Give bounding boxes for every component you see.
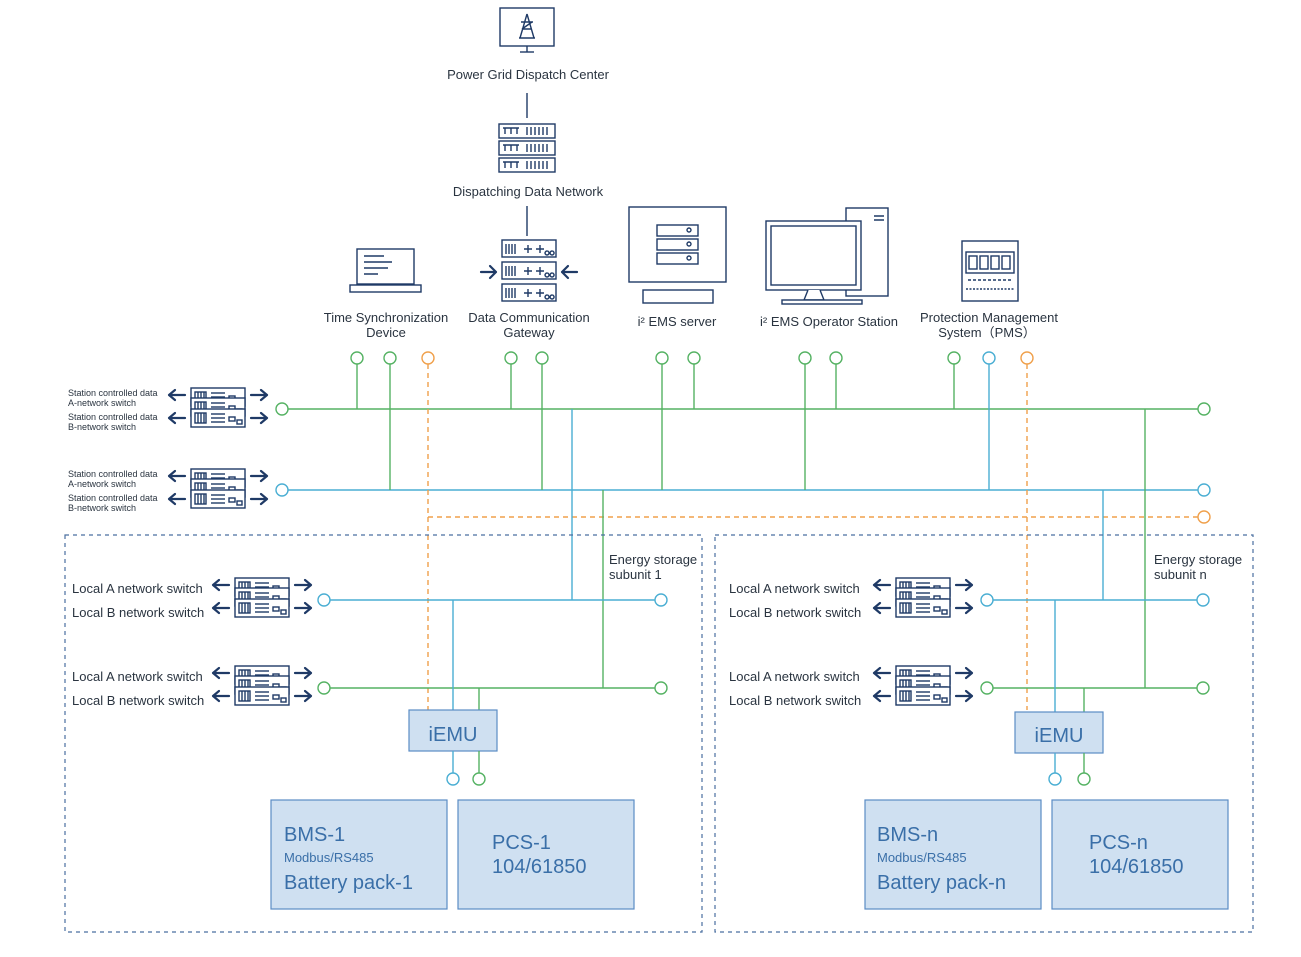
subunit-n-bms-3: Battery pack-n <box>877 872 1006 894</box>
subunit-1-bms-3: Battery pack-1 <box>284 872 413 894</box>
subunit-n-bms-2: Modbus/RS485 <box>877 850 967 865</box>
pms-label-line2: System（PMS） <box>938 325 1036 340</box>
station-a-label-2: A-network switch <box>68 398 136 408</box>
station-network-b-bus <box>275 483 1211 497</box>
subunit-1-local-a-2: Local A network switch <box>72 669 203 684</box>
station-a-label-1: Station controlled data <box>68 388 158 398</box>
gateway-label-line1: Data Communication <box>468 310 589 325</box>
subunit-1-pcs-2: 104/61850 <box>492 856 587 878</box>
subunit-1-iemu: iEMU <box>429 724 478 746</box>
station-b-label-2: B-network switch <box>68 422 136 432</box>
time-sync-label-line2: Device <box>366 325 406 340</box>
station-a-label-4: A-network switch <box>68 479 136 489</box>
subunit-n-title-1: Energy storage <box>1154 552 1242 567</box>
gateway-label-line2: Gateway <box>503 325 555 340</box>
subunit-1-local-b-2: Local B network switch <box>72 693 204 708</box>
subunit-1-local-b-1: Local B network switch <box>72 605 204 620</box>
station-b-label-3: Station controlled data <box>68 493 158 503</box>
station-switch-group-top <box>169 388 267 427</box>
time-sync-bus <box>428 510 1211 524</box>
station-switch-group-bottom <box>169 469 267 508</box>
subunit-1-bms-2: Modbus/RS485 <box>284 850 374 865</box>
station-b-label-1: Station controlled data <box>68 412 158 422</box>
dispatch-center-label: Power Grid Dispatch Center <box>447 67 610 82</box>
subunit-n-pcs-2: 104/61850 <box>1089 856 1184 878</box>
station-network-a-bus <box>275 402 1211 416</box>
ems-server-label: i² EMS server <box>638 314 717 329</box>
laptop-icon <box>349 248 422 293</box>
desktop-computer-icon <box>765 207 889 305</box>
subunit-n-local-b-2: Local B network switch <box>729 693 861 708</box>
dispatching-network-label: Dispatching Data Network <box>453 184 604 199</box>
subunit-n-bms-1: BMS-n <box>877 824 938 846</box>
time-sync-label-line1: Time Synchronization <box>324 310 449 325</box>
ems-operator-label: i² EMS Operator Station <box>760 314 898 329</box>
subunit-1: Energy storage subunit 1 Local A network… <box>64 534 703 933</box>
subunit-1-title-2: subunit 1 <box>609 567 662 582</box>
subunit-n-local-b-1: Local B network switch <box>729 605 861 620</box>
subunit-n-iemu: iEMU <box>1035 725 1084 747</box>
server-rack-icon <box>498 123 556 173</box>
pms-label-line1: Protection Management <box>920 310 1058 325</box>
subunit-n-local-a-2: Local A network switch <box>729 669 860 684</box>
subunit-1-bms-1: BMS-1 <box>284 824 345 846</box>
power-tower-icon <box>499 7 555 53</box>
subunit-1-pcs-1: PCS-1 <box>492 832 551 854</box>
protection-panel-icon <box>961 240 1019 302</box>
subunit-1-title-1: Energy storage <box>609 552 697 567</box>
subunit-n: Energy storage subunit n Local A network… <box>714 534 1254 933</box>
station-a-label-3: Station controlled data <box>68 469 158 479</box>
subunit-n-local-a-1: Local A network switch <box>729 581 860 596</box>
station-b-label-4: B-network switch <box>68 503 136 513</box>
subunit-1-local-a-1: Local A network switch <box>72 581 203 596</box>
subunit-n-title-2: subunit n <box>1154 567 1207 582</box>
device-connections <box>350 351 1146 710</box>
subunit-n-pcs-1: PCS-n <box>1089 832 1148 854</box>
monitor-icon <box>628 206 727 304</box>
gateway-icon <box>479 239 579 302</box>
